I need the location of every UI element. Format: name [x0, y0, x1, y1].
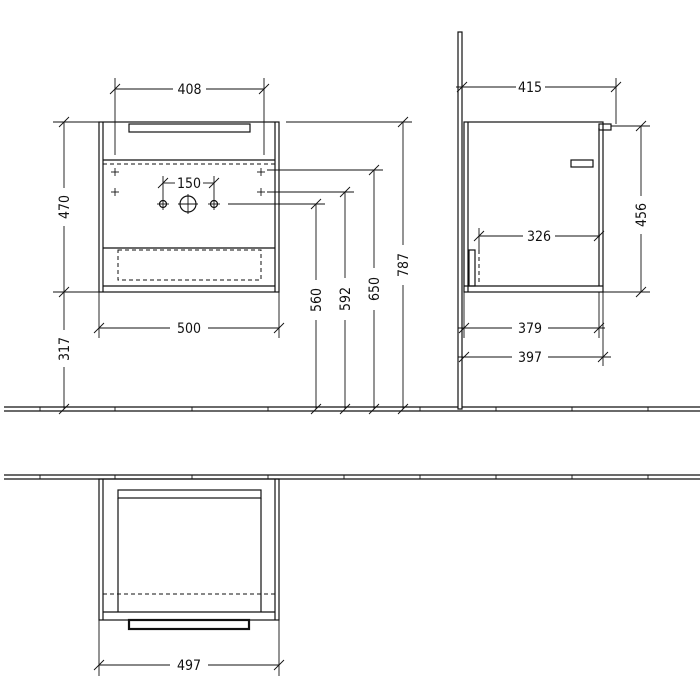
dim-379: 379	[458, 292, 605, 338]
svg-text:415: 415	[518, 80, 542, 96]
dim-456: 456	[603, 120, 650, 298]
connection-icon	[157, 194, 220, 214]
dim-397: 397	[458, 292, 611, 366]
dim-560: 560	[228, 198, 325, 415]
floor-line-upper	[4, 406, 700, 412]
dim-150: 150	[157, 176, 220, 198]
svg-text:592: 592	[338, 287, 354, 311]
dim-470: 470	[53, 116, 99, 298]
svg-text:397: 397	[518, 350, 542, 366]
svg-text:317: 317	[57, 337, 73, 361]
svg-text:470: 470	[57, 195, 73, 219]
svg-text:650: 650	[367, 277, 383, 301]
svg-text:456: 456	[634, 203, 650, 227]
dim-408: 408	[109, 78, 270, 155]
svg-text:497: 497	[177, 658, 201, 674]
dim-592: 592	[267, 186, 354, 415]
dim-650: 650	[267, 164, 383, 415]
svg-text:379: 379	[518, 321, 542, 337]
svg-text:560: 560	[309, 288, 325, 312]
svg-text:326: 326	[527, 229, 551, 245]
dim-500: 500	[93, 292, 285, 338]
svg-text:500: 500	[177, 321, 201, 337]
dim-787: 787	[286, 116, 412, 415]
dim-415: 415	[456, 78, 622, 124]
mounting-hole-icon	[111, 168, 265, 196]
front-view	[98, 121, 280, 293]
dim-326: 326	[473, 228, 605, 250]
svg-text:787: 787	[396, 253, 412, 277]
svg-text:150: 150	[177, 176, 201, 192]
dim-497: 497	[93, 620, 285, 676]
plan-view	[98, 478, 280, 631]
side-view	[457, 31, 612, 410]
svg-text:408: 408	[177, 82, 201, 98]
floor-line-lower	[4, 474, 700, 480]
dim-317: 317	[57, 292, 73, 415]
